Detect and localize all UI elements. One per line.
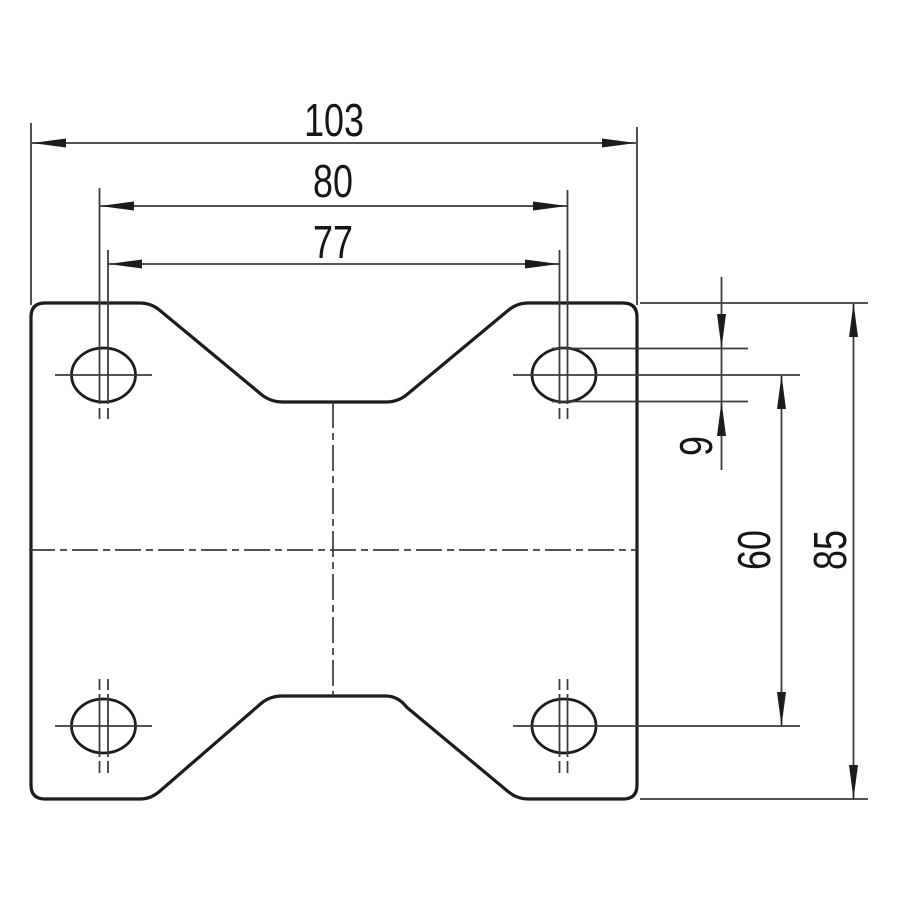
centerlines (29, 374, 637, 773)
plate-outline (29, 301, 639, 801)
dim-9-label: 9 (671, 436, 722, 456)
dim-85-arrow-up (849, 303, 858, 337)
dim-103-arrow-right (602, 138, 636, 148)
dim-9: 9 (552, 277, 748, 470)
dim-9-arrow-up (717, 401, 726, 436)
dim-85-arrow-down (849, 765, 858, 799)
dim-103-label: 103 (304, 95, 364, 146)
plate (29, 301, 639, 801)
dim-77-arrow-left (108, 259, 142, 269)
dim-85-label: 85 (805, 530, 856, 570)
dim-60-arrow-down (777, 692, 786, 726)
dim-60-arrow-up (777, 375, 786, 409)
dim-80-arrow-left (100, 201, 134, 211)
dim-80-label: 80 (313, 156, 353, 207)
dim-80: 80 (98, 156, 569, 404)
dim-103: 103 (30, 95, 638, 305)
dim-80-arrow-right (533, 201, 567, 211)
dim-103-arrow-left (32, 138, 66, 148)
dim-77-label: 77 (313, 217, 353, 268)
dim-77: 77 (107, 217, 561, 404)
dim-60-label: 60 (729, 530, 780, 570)
dim-77-arrow-right (525, 259, 559, 269)
dim-9-arrow-down (717, 314, 726, 349)
dim-60: 60 (513, 374, 800, 727)
dim-85: 85 (640, 302, 868, 800)
